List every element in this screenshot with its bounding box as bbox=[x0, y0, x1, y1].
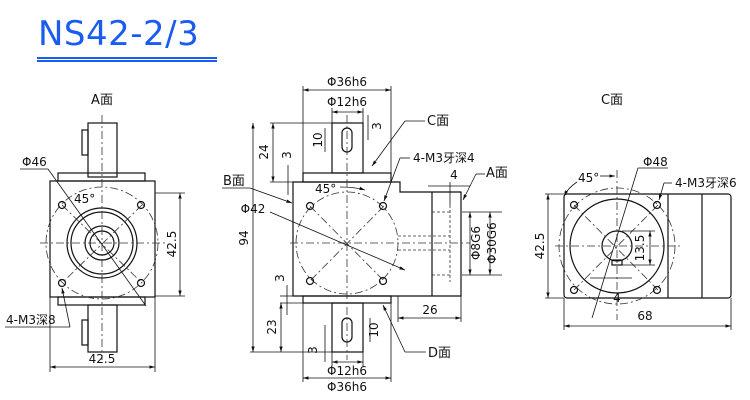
model-title: NS42-2/3 bbox=[38, 14, 200, 54]
view-a-face: A面 42.5 42.5 Φ46 45° 4-M3深8 bbox=[5, 93, 185, 372]
dim-total-height: 94 bbox=[237, 230, 251, 245]
dim-bottom-shaft-len: 23 bbox=[265, 319, 279, 334]
dim-bore: Φ8G6 bbox=[469, 226, 483, 260]
dim-top-key: 10 bbox=[311, 132, 325, 147]
dim-bottom-key-offset: 3 bbox=[306, 346, 320, 354]
dim-a-step: 4 bbox=[450, 168, 458, 182]
title-underline bbox=[37, 57, 217, 59]
dim-pcd: Φ48 bbox=[643, 155, 668, 169]
dim-right-len: 26 bbox=[422, 303, 437, 317]
hole-callout: 4-M3深8 bbox=[6, 313, 56, 327]
c-face-label: C面 bbox=[427, 114, 449, 129]
dim-width: 42.5 bbox=[89, 352, 116, 366]
view-label-c: C面 bbox=[601, 93, 623, 108]
view-side: Φ36h6 Φ12h6 24 10 3 3 94 B面 Φ42 45° C面 4… bbox=[222, 75, 508, 394]
dim-key-width: 4 bbox=[613, 291, 621, 305]
dim-bottom-flange: Φ36h6 bbox=[327, 380, 367, 394]
dim-pcd: Φ46 bbox=[22, 155, 47, 169]
mounting-holes bbox=[569, 200, 662, 295]
dim-angle: 45° bbox=[578, 171, 599, 185]
input-shaft-top bbox=[87, 122, 118, 178]
hole-callout: 4-M3牙深4 bbox=[413, 151, 475, 165]
dim-top-shaft: Φ12h6 bbox=[327, 95, 367, 109]
output-shaft-top bbox=[331, 122, 364, 174]
housing bbox=[292, 181, 462, 297]
b-face-label: B面 bbox=[223, 174, 245, 189]
input-shaft-bottom bbox=[87, 304, 118, 353]
title-underline-2 bbox=[37, 60, 217, 62]
hole-callout: 4-M3牙深6 bbox=[675, 176, 737, 190]
view-label-a: A面 bbox=[91, 93, 113, 108]
dim-bottom-key: 10 bbox=[367, 322, 381, 337]
mounting-holes bbox=[305, 201, 388, 286]
mounting-holes bbox=[57, 200, 146, 288]
dim-angle: 45° bbox=[315, 182, 336, 196]
dim-bottom-shaft: Φ12h6 bbox=[327, 364, 367, 378]
dim-height: 42.5 bbox=[533, 233, 547, 260]
dim-length: 68 bbox=[637, 309, 652, 323]
dim-top-step: 3 bbox=[280, 151, 294, 159]
housing bbox=[563, 193, 732, 299]
dim-height: 42.5 bbox=[165, 231, 179, 258]
dim-spigot: Φ30G6 bbox=[485, 222, 499, 264]
dim-top-shaft-len: 24 bbox=[257, 144, 271, 159]
dim-angle: 45° bbox=[74, 192, 95, 206]
dim-pcd: Φ42 bbox=[241, 202, 266, 216]
d-face-label: D面 bbox=[428, 346, 451, 361]
view-c-face: C面 42.5 68 Φ48 45° 4-M3牙深6 13.5 4 bbox=[533, 93, 737, 330]
dim-top-flange: Φ36h6 bbox=[327, 75, 367, 89]
output-shaft-bottom bbox=[331, 302, 364, 353]
a-face-label: A面 bbox=[486, 166, 508, 181]
dim-key-height: 13.5 bbox=[633, 235, 647, 262]
dim-bottom-step: 3 bbox=[273, 274, 287, 282]
dim-top-key-offset: 3 bbox=[370, 122, 384, 130]
